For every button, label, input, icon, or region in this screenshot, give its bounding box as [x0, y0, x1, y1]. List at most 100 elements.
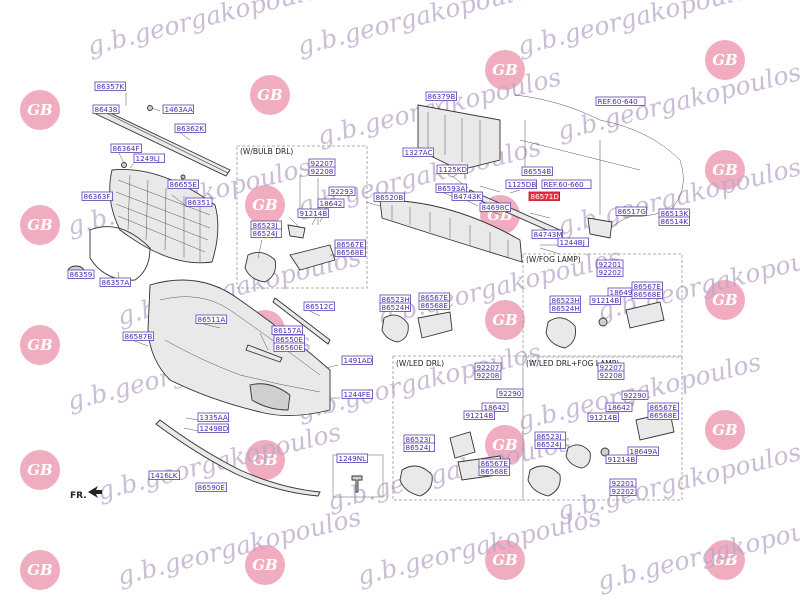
watermark-text: g.b.georgakopoulos — [84, 0, 333, 61]
watermark-logo-text: GB — [252, 196, 278, 214]
part-label: 92202 — [609, 486, 637, 496]
part-label: 1249LJ — [133, 153, 166, 163]
part-number: 92207 — [311, 159, 334, 168]
part-number: 86363F — [84, 192, 111, 201]
part-number: 1335AA — [200, 413, 228, 422]
part-label: 1244BJ — [557, 237, 590, 247]
watermark-logo-text: GB — [257, 86, 283, 104]
part-label: 86517G — [615, 206, 648, 216]
part-label: 91214B — [463, 410, 496, 420]
part-label: 86568E — [631, 289, 664, 299]
watermark-logo: GB — [485, 425, 525, 465]
section-led-drl: (W/LED DRL) — [392, 355, 524, 501]
part-number: 86524J — [537, 440, 562, 449]
part-label: 86357K — [94, 81, 127, 91]
part-number: 86593A — [438, 184, 466, 193]
part-number: 86524H — [552, 304, 580, 313]
part-number: 86524H — [382, 303, 410, 312]
part-label: 86568E — [647, 410, 680, 420]
section-fog-lamp: (W/FOG LAMP) — [522, 253, 683, 358]
watermark-logo-text: GB — [712, 551, 738, 569]
side-bracket — [587, 217, 613, 239]
part-label: 86363F — [81, 191, 114, 201]
bumper-side-moulding — [272, 297, 331, 345]
part-number: 86554B — [524, 167, 552, 176]
part-label: 86379B — [425, 91, 458, 101]
part-number: 86523H — [552, 296, 580, 305]
part-label: 1125KD — [436, 164, 469, 174]
part-number: 86357K — [97, 82, 125, 91]
part-label: 86514K — [658, 216, 691, 226]
part-number: 92207 — [600, 363, 623, 372]
watermark-logo: GB — [20, 550, 60, 590]
part-label: 86520B — [373, 192, 406, 202]
part-number: 86351 — [188, 198, 211, 207]
watermark-logo: GB — [485, 50, 525, 90]
section-title-bulb-drl: (W/BULB DRL) — [240, 147, 293, 156]
watermark-logo: GB — [245, 185, 285, 225]
section-led-drl-fog: (W/LED DRL+FOG LAMP) — [522, 355, 683, 501]
watermark-logo: GB — [705, 40, 745, 80]
watermark-logo: GB — [245, 545, 285, 585]
part-label: REF.60-660 — [541, 179, 592, 189]
part-label: 1463AA — [162, 104, 195, 114]
part-number: 86517G — [618, 207, 646, 216]
part-number: 91214B — [592, 296, 620, 305]
section-bulb-drl: (W/BULB DRL) — [236, 145, 368, 289]
part-number: 1249BD — [200, 424, 229, 433]
part-number: REF.60-660 — [544, 180, 585, 189]
part-label: 92290 — [496, 388, 524, 398]
watermark-logo: GB — [250, 75, 290, 115]
watermark-logo-text: GB — [712, 161, 738, 179]
watermark-text: g.b.georgakopoulos — [594, 507, 800, 596]
part-number-highlighted: 86571D — [531, 192, 560, 201]
bumper-energy-absorber — [379, 199, 523, 263]
part-label: 18642 — [481, 402, 509, 412]
part-number: 92208 — [600, 371, 623, 380]
part-label: 1335AA — [197, 412, 230, 422]
part-number: 18642 — [484, 403, 507, 412]
part-label: 86568E — [478, 466, 511, 476]
part-number: 92208 — [311, 167, 334, 176]
part-label: 86359 — [67, 269, 95, 279]
part-number: 86567E — [421, 293, 449, 302]
bumper-bracket-upper — [417, 104, 501, 171]
part-label: REF.60-640 — [595, 96, 646, 106]
part-number: 92208 — [477, 371, 500, 380]
watermark-text: g.b.georgakopoulos — [554, 57, 800, 146]
part-label: 18642 — [605, 402, 633, 412]
part-number: 18649A — [630, 447, 658, 456]
part-label: 86587B — [122, 331, 155, 341]
watermark-logo: GB — [705, 150, 745, 190]
part-number: 86568E — [650, 411, 678, 420]
part-label: 92290 — [621, 390, 649, 400]
part-number: 92201 — [599, 260, 622, 269]
part-number: 86523J — [537, 432, 562, 441]
part-label: 92293 — [328, 186, 356, 196]
watermark-logo: GB — [705, 410, 745, 450]
part-number: 86590E — [198, 483, 226, 492]
part-label: 86524J — [534, 439, 567, 449]
part-label: 86593A — [435, 183, 468, 193]
part-label: 86571D — [528, 191, 561, 201]
watermark-logo-text: GB — [27, 216, 53, 234]
part-number: 86523J — [406, 435, 431, 444]
part-number: 1491AD — [344, 356, 373, 365]
part-number: 86550E — [276, 335, 304, 344]
part-number: 86560E — [276, 343, 304, 352]
lamp-bulb-drl — [244, 224, 336, 283]
part-number: 86568E — [337, 248, 365, 257]
part-number: 18642 — [320, 199, 343, 208]
part-number: 1244BJ — [560, 238, 585, 247]
part-number: 91214B — [590, 413, 618, 422]
part-label: 91214B — [589, 295, 622, 305]
part-label: 1416LK — [148, 470, 181, 480]
watermark-logo: GB — [485, 540, 525, 580]
part-number: 91214B — [300, 209, 328, 218]
part-label: 86357A — [99, 277, 132, 287]
part-label: 86364F — [110, 143, 143, 153]
part-label: 84743M — [531, 229, 564, 239]
part-number: 84743M — [534, 230, 563, 239]
part-label: 86560E — [273, 342, 306, 352]
